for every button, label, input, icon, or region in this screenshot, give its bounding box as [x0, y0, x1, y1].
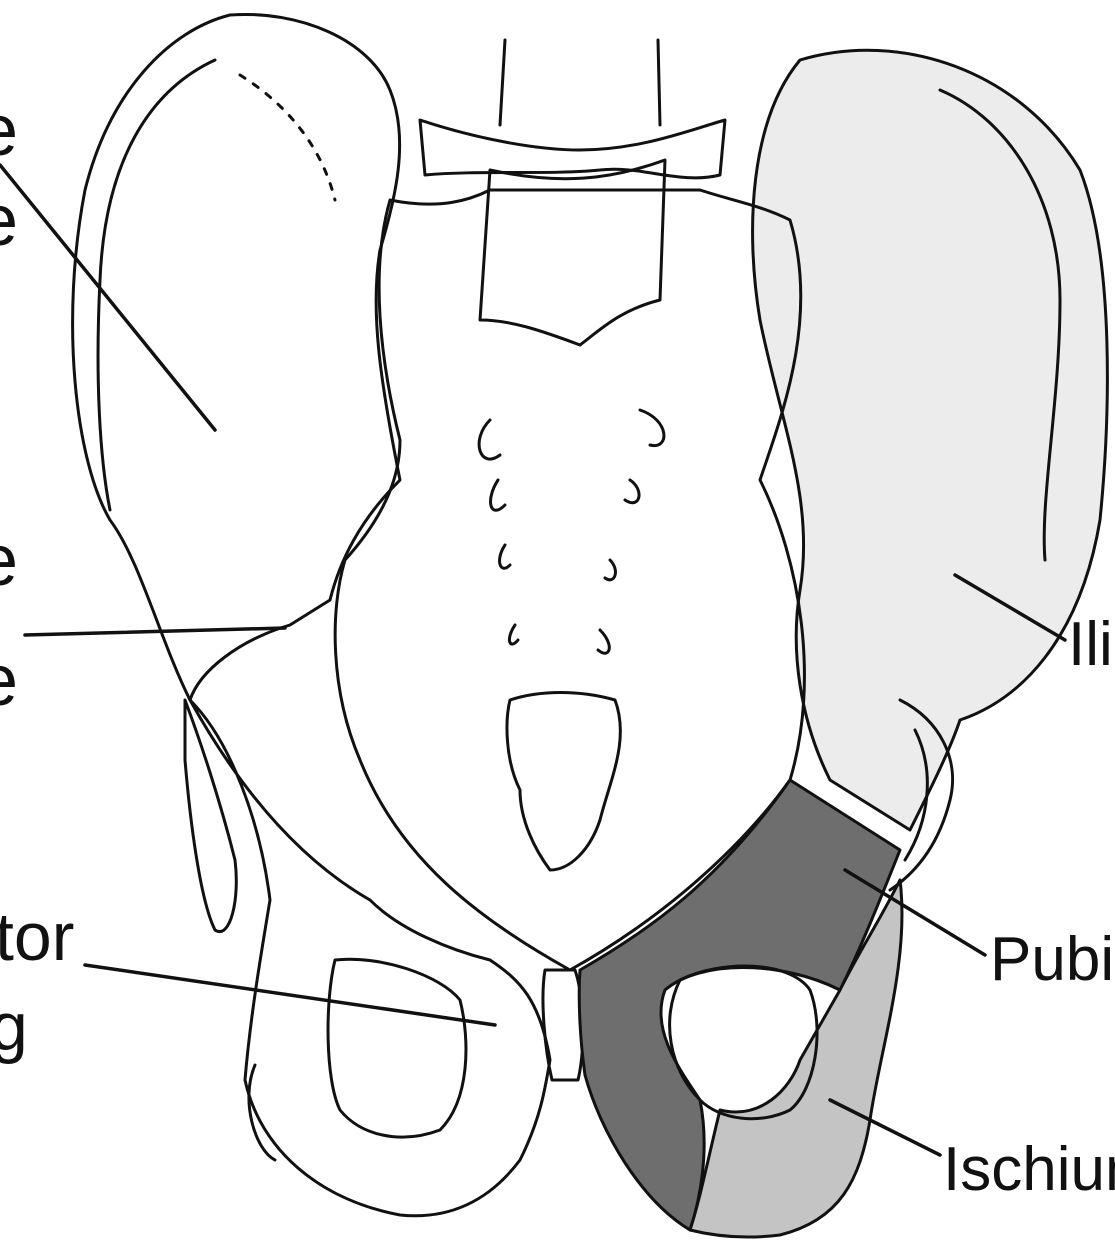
pubis-label: Pubis — [990, 925, 1115, 994]
leader-line-obturator — [85, 965, 495, 1025]
left-ischium-pubis — [190, 700, 550, 1216]
left-ilium — [73, 14, 400, 700]
right-ilium — [753, 50, 1108, 830]
left-iliac-crest-line — [98, 60, 215, 510]
sacral-foramen — [500, 545, 510, 568]
left-iliac-ridge — [240, 75, 335, 200]
coccyx — [507, 693, 620, 871]
pubic-symphysis — [543, 970, 583, 1080]
sacral-foramen — [605, 560, 615, 580]
left-partial-label-2: e — [0, 181, 18, 261]
sacral-foramen — [509, 625, 518, 644]
ilium-label: Iliu — [1068, 610, 1115, 679]
left-partial-label-3: e — [0, 521, 18, 601]
leader-line-ilium-left — [0, 165, 215, 430]
sacral-foramen — [479, 420, 500, 459]
sacral-foramen — [598, 630, 609, 653]
left-partial-label-4: e — [0, 641, 18, 721]
spine-column-right — [658, 40, 660, 125]
leader-line-sacroiliac — [25, 628, 285, 635]
lumbar-vertebra-body — [480, 160, 665, 345]
sacral-foramen — [640, 410, 664, 446]
obturator-label: tor — [0, 899, 74, 975]
left-obturator-foramen — [328, 959, 466, 1137]
obturator-label-2: g — [0, 989, 28, 1065]
left-partial-label-1: e — [0, 91, 18, 171]
sacral-foramen — [625, 480, 639, 503]
lumbar-vertebra-top — [420, 120, 725, 178]
ischium-label: Ischium — [943, 1135, 1115, 1204]
sacral-foramen — [491, 480, 505, 510]
spine-column-left — [500, 40, 505, 125]
left-ischial-tuberosity — [249, 1065, 275, 1160]
